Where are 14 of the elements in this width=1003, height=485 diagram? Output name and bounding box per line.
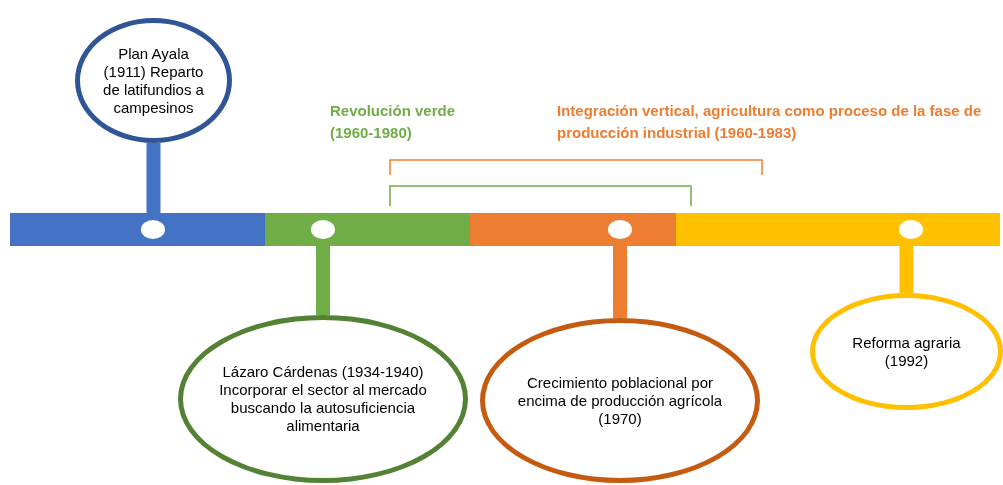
timeline-segment [676, 213, 1000, 246]
period-label: Integración vertical, agricultura como proceso de la fase de producción industrial (1960-1983) [557, 101, 983, 143]
connector-line [316, 246, 330, 315]
event-text: Crecimiento poblacional por encima de producción agrícola (1970) [516, 373, 724, 428]
timeline-segment [265, 213, 470, 246]
connector-line [899, 246, 914, 293]
event-text: Plan Ayala (1911) Reparto de latifundios a campesinos [102, 44, 205, 117]
timeline-segment [10, 213, 265, 246]
event-text: Lázaro Cárdenas (1934-1940) Incorporar el sector al mercado buscando la autosuficiencia alimentaria [218, 363, 428, 435]
timeline-segment [470, 213, 676, 246]
connector-line [146, 143, 161, 213]
connector-line [613, 246, 627, 318]
period-label: Revolución verde (1960-1980) [330, 101, 457, 143]
event-text: Reforma agraria (1992) [851, 333, 962, 370]
